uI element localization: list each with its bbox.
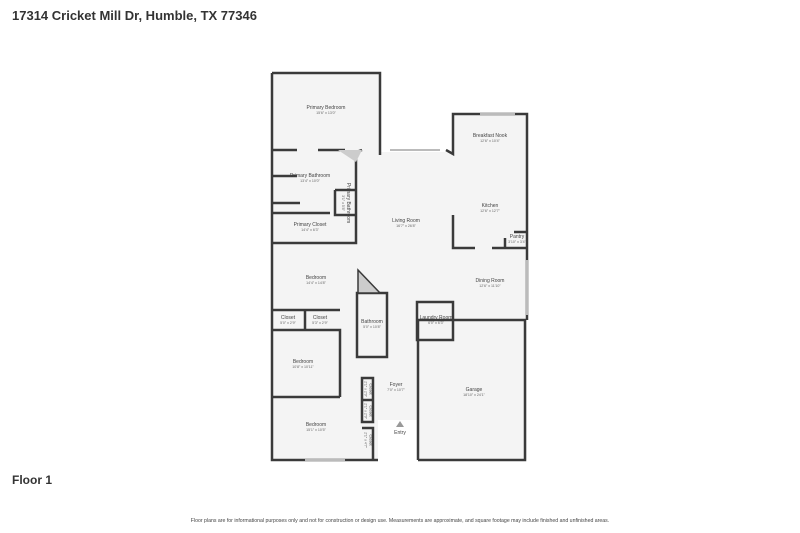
room-entry: Entry <box>394 430 406 436</box>
room-name: Closet <box>312 314 328 321</box>
room-dims: 2'1" x 2'9" <box>363 381 368 397</box>
room-name: Breakfast Nook <box>472 132 508 139</box>
room-name: Primary Bedroom <box>306 104 346 111</box>
room-name: Bedroom <box>292 358 314 365</box>
room-name: Dining Room <box>475 277 505 284</box>
room-dims: 2'1" x 4'7" <box>363 432 368 448</box>
room-name: Closet <box>368 383 374 395</box>
room-dims: 5'3" x 2'9" <box>312 320 328 325</box>
room-dims: 7'0" x 10'7" <box>387 387 405 392</box>
floor-label: Floor 1 <box>12 473 53 487</box>
room-dims: 12'6" x 10'4" <box>480 138 500 143</box>
room-name: Bedroom <box>305 274 327 281</box>
room-name: Foyer <box>389 381 403 388</box>
room-name: Laundry Room <box>419 314 453 321</box>
room-name: Pantry <box>509 233 525 240</box>
room-dims: 18'10" x 24'1" <box>463 392 485 397</box>
room-dims: 14'4" x 6'3" <box>301 227 319 232</box>
room-name: Bedroom <box>305 421 327 428</box>
room-name: Primary Closet <box>293 221 327 228</box>
room-dims: 5'0" x 10'8" <box>363 324 381 329</box>
room-dims: 13'4" x 10'0" <box>300 178 320 183</box>
room-name: Entry <box>394 430 406 436</box>
room-dims: 14'4" x 14'8" <box>306 280 326 285</box>
room-dims: 15'1" x 10'5" <box>306 427 326 432</box>
room-name: Garage <box>465 386 483 393</box>
room-dims: 15'6" x 13'0" <box>316 110 336 115</box>
disclaimer: Floor plans are for informational purpos… <box>190 518 610 524</box>
room-name: Kitchen <box>481 202 499 209</box>
room-dims: 12'6" x 11'10" <box>479 283 501 288</box>
room-dims: 12'6" x 12'7" <box>480 208 500 213</box>
room-name: Closet <box>368 434 374 446</box>
room-dims: 10'8" x 10'11" <box>292 364 314 369</box>
room-dims: 5'0" x 2'9" <box>280 320 296 325</box>
room-name: Primary Bathroom <box>345 182 352 224</box>
room-dims: 3'10" x 3'4" <box>508 239 526 244</box>
room-name: Closet <box>280 314 296 321</box>
room-dims: 6'0" x 6'3" <box>428 320 444 325</box>
room-dims: 16'7" x 26'8" <box>396 223 416 228</box>
room-dims: 2'1" x 2'9" <box>363 403 368 419</box>
room-name: Primary Bathroom <box>289 172 331 179</box>
room-name: Bathroom <box>361 318 383 325</box>
room-name: Closet <box>368 405 374 417</box>
room-name: Living Room <box>392 217 420 224</box>
entry-arrow-icon <box>396 421 404 427</box>
address-title: 17314 Cricket Mill Dr, Humble, TX 77346 <box>12 8 257 23</box>
